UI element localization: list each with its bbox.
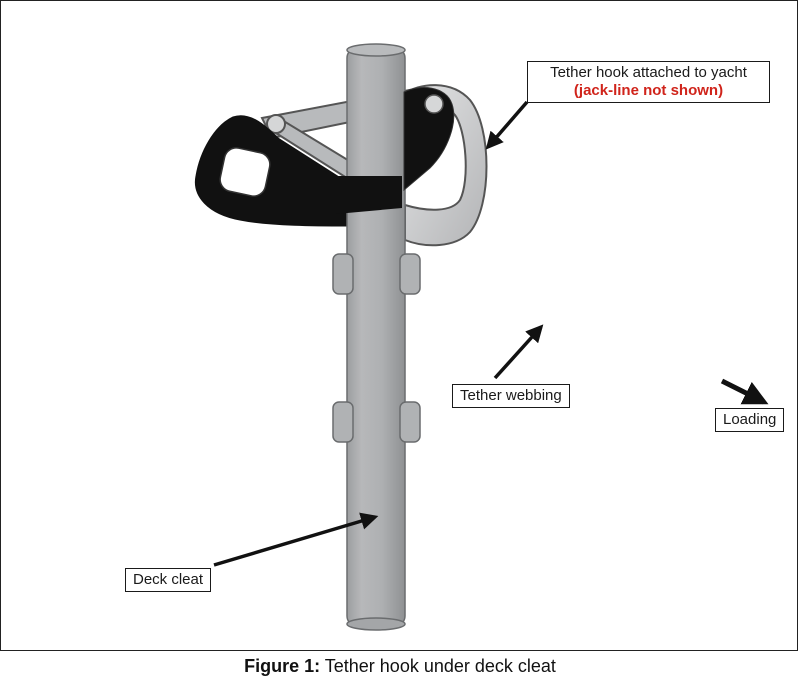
arrow-tether-webbing (493, 324, 544, 380)
callout-tether-hook: Tether hook attached to yacht (jack-line… (527, 61, 770, 103)
arrow-loading (720, 378, 769, 405)
hook-body-hole (219, 147, 271, 197)
diagram-canvas (194, 43, 769, 631)
callout-deck-cleat: Deck cleat (125, 568, 212, 592)
hook-arm-front (336, 176, 402, 214)
callout-tether-hook-title: Tether hook attached to yacht (550, 64, 747, 81)
callout-tether-hook-warning: (jack-line not shown) (573, 82, 724, 99)
gate-hole (424, 94, 444, 114)
cleat-horn-lower (332, 401, 421, 443)
pivot-pin (266, 114, 286, 134)
deck-cleat-shaft (346, 43, 406, 631)
callout-loading: Loading (715, 408, 785, 432)
figure-caption-text: Tether hook under deck cleat (320, 656, 556, 676)
arrow-deck-cleat (213, 512, 379, 567)
hook-gate (401, 84, 488, 247)
hook-body (194, 115, 351, 227)
figure-caption: Figure 1: Tether hook under deck cleat (0, 656, 800, 677)
arrow-tether-hook (485, 100, 529, 150)
callout-tether-webbing: Tether webbing (452, 384, 570, 408)
cleat-horn-upper (332, 253, 421, 295)
hook-gate-front (403, 87, 455, 192)
figure-caption-number: Figure 1: (244, 656, 321, 676)
